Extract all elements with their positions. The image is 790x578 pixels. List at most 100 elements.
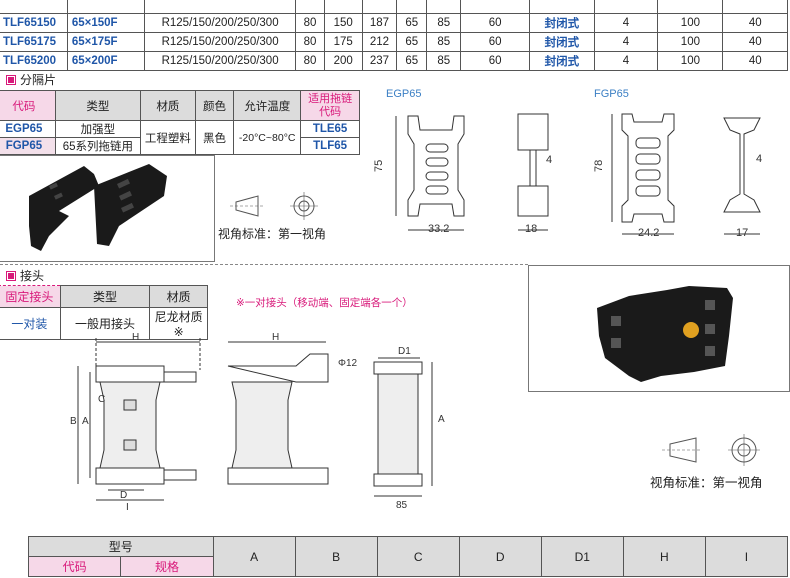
cell: 80 [295,51,325,71]
joint-image [597,286,733,382]
cell: 40 [722,51,788,71]
cell: 175 [323,32,363,52]
cell: 65 [396,13,428,33]
cell: 100 [657,32,724,52]
egp-thickness: 4 [546,154,552,166]
view-standard-label: 视角标准：第一视角 [650,476,763,490]
cell: 85 [426,32,462,52]
view-standard-icon [662,434,760,466]
fgp-drawing: 78 24.2 4 17 [593,113,762,239]
cell: 85 [426,13,462,33]
header-type: 类型 [54,90,142,121]
joint-note: ※一对接头（移动端、固定端各一个） [236,297,413,309]
view-standard-icon [230,192,318,220]
joint-table: 固定接头 类型 材质 一对装 一般用接头 尼龙材质※ [0,285,208,340]
header-type: 类型 [59,285,151,308]
joint-photo [528,265,790,392]
header-D1: D1 [540,536,624,577]
fgp-thickness: 4 [756,153,762,165]
table-row: 一对装 一般用接头 尼龙材质※ [0,307,208,340]
cell: 封闭式 [529,32,595,52]
fgp-label: FGP65 [594,88,629,100]
dim-D: D [120,490,127,501]
cell: FGP65 [0,137,56,155]
cell: 黑色 [194,120,235,155]
separator-photo [0,155,215,262]
cell: 85 [426,51,462,71]
dim-H: H [272,332,279,343]
cell: TLE65 [300,120,360,138]
cell: -20°C~80°C [233,120,302,155]
table-row: TLF65175 65×175F R125/150/200/250/300 80… [0,32,788,52]
dim-phi12: Φ12 [338,358,358,369]
separator-section-heading: 分隔片 [6,71,56,88]
header-code: 固定接头 [0,285,61,308]
cell: 封闭式 [529,51,595,71]
table-row: TLF65200 65×200F R125/150/200/250/300 80… [0,51,788,71]
egp-label: EGP65 [386,88,422,100]
model-code: TLF65175 [0,32,68,52]
table-row: FGP65 65系列拖链用 TLF65 [0,137,360,155]
header-code: 代码 [0,90,56,121]
cell: 加强型 [54,120,142,138]
top-spec-table: TLF65150 65×150F R125/150/200/250/300 80… [0,0,788,71]
separator-table: 代码 类型 材质 颜色 允许温度 适用拖链代码 EGP65 加强型 工程塑料 黑… [0,90,360,155]
header-color: 颜色 [194,90,235,121]
cell: 150 [323,13,363,33]
header-A: A [212,536,296,577]
header-material: 材质 [140,90,196,121]
dim-C: C [98,394,105,405]
cell: 212 [361,32,398,52]
dim-B: B [70,416,77,427]
header-fit: 适用拖链代码 [300,90,360,121]
cell: 尼龙材质※ [149,307,208,340]
model-code: TLF65150 [0,13,68,33]
cell: EGP65 [0,120,56,138]
cell: 4 [593,13,659,33]
cell: 80 [295,13,325,33]
cell: 237 [361,51,398,71]
cell: 65系列拖链用 [54,137,142,155]
cell: 一般用接头 [59,307,151,340]
header-model: 型号 [28,536,214,557]
dim-H: H [132,332,139,343]
cell: 100 [657,13,724,33]
cell: 100 [657,51,724,71]
model-spec: 65×175F [66,32,145,52]
section-marker-icon [6,270,16,281]
fgp-height: 78 [593,160,605,172]
section-marker-icon [6,74,16,85]
cell: 40 [722,32,788,52]
cell: 80 [295,32,325,52]
table-row: EGP65 加强型 工程塑料 黑色 -20°C~80°C TLE65 [0,120,360,155]
model-spec: 65×200F [66,51,145,71]
cell: 工程塑料 [140,120,196,155]
section-title: 分隔片 [20,73,57,87]
section-divider [0,264,528,265]
header-D: D [458,536,542,577]
dim-D1: D1 [398,346,411,357]
fgp-width: 24.2 [638,227,659,239]
cell: 4 [593,32,659,52]
bend-radius: R125/150/200/250/300 [143,13,297,33]
header-spec: 规格 [120,556,214,577]
joint-section-heading: 接头 [6,267,44,284]
cell: 60 [460,51,531,71]
header-code: 代码 [27,556,122,577]
dim-A-right: A [438,414,445,425]
header-material: 材质 [149,285,208,308]
cell: 60 [460,32,531,52]
egp-drawing: 75 33.2 4 18 [373,113,552,235]
dim-85: 85 [396,500,408,511]
cell: 一对装 [0,307,61,340]
view-standard-label: 视角标准：第一视角 [218,227,327,241]
header-I: I [704,536,789,577]
section-title: 接头 [20,269,45,283]
egp-height: 75 [373,160,385,172]
cell: 4 [593,51,659,71]
dim-A: A [82,416,89,427]
cell: 40 [722,13,788,33]
cell: 65 [396,32,428,52]
cell: TLF65 [300,137,360,155]
cell: 200 [323,51,363,71]
